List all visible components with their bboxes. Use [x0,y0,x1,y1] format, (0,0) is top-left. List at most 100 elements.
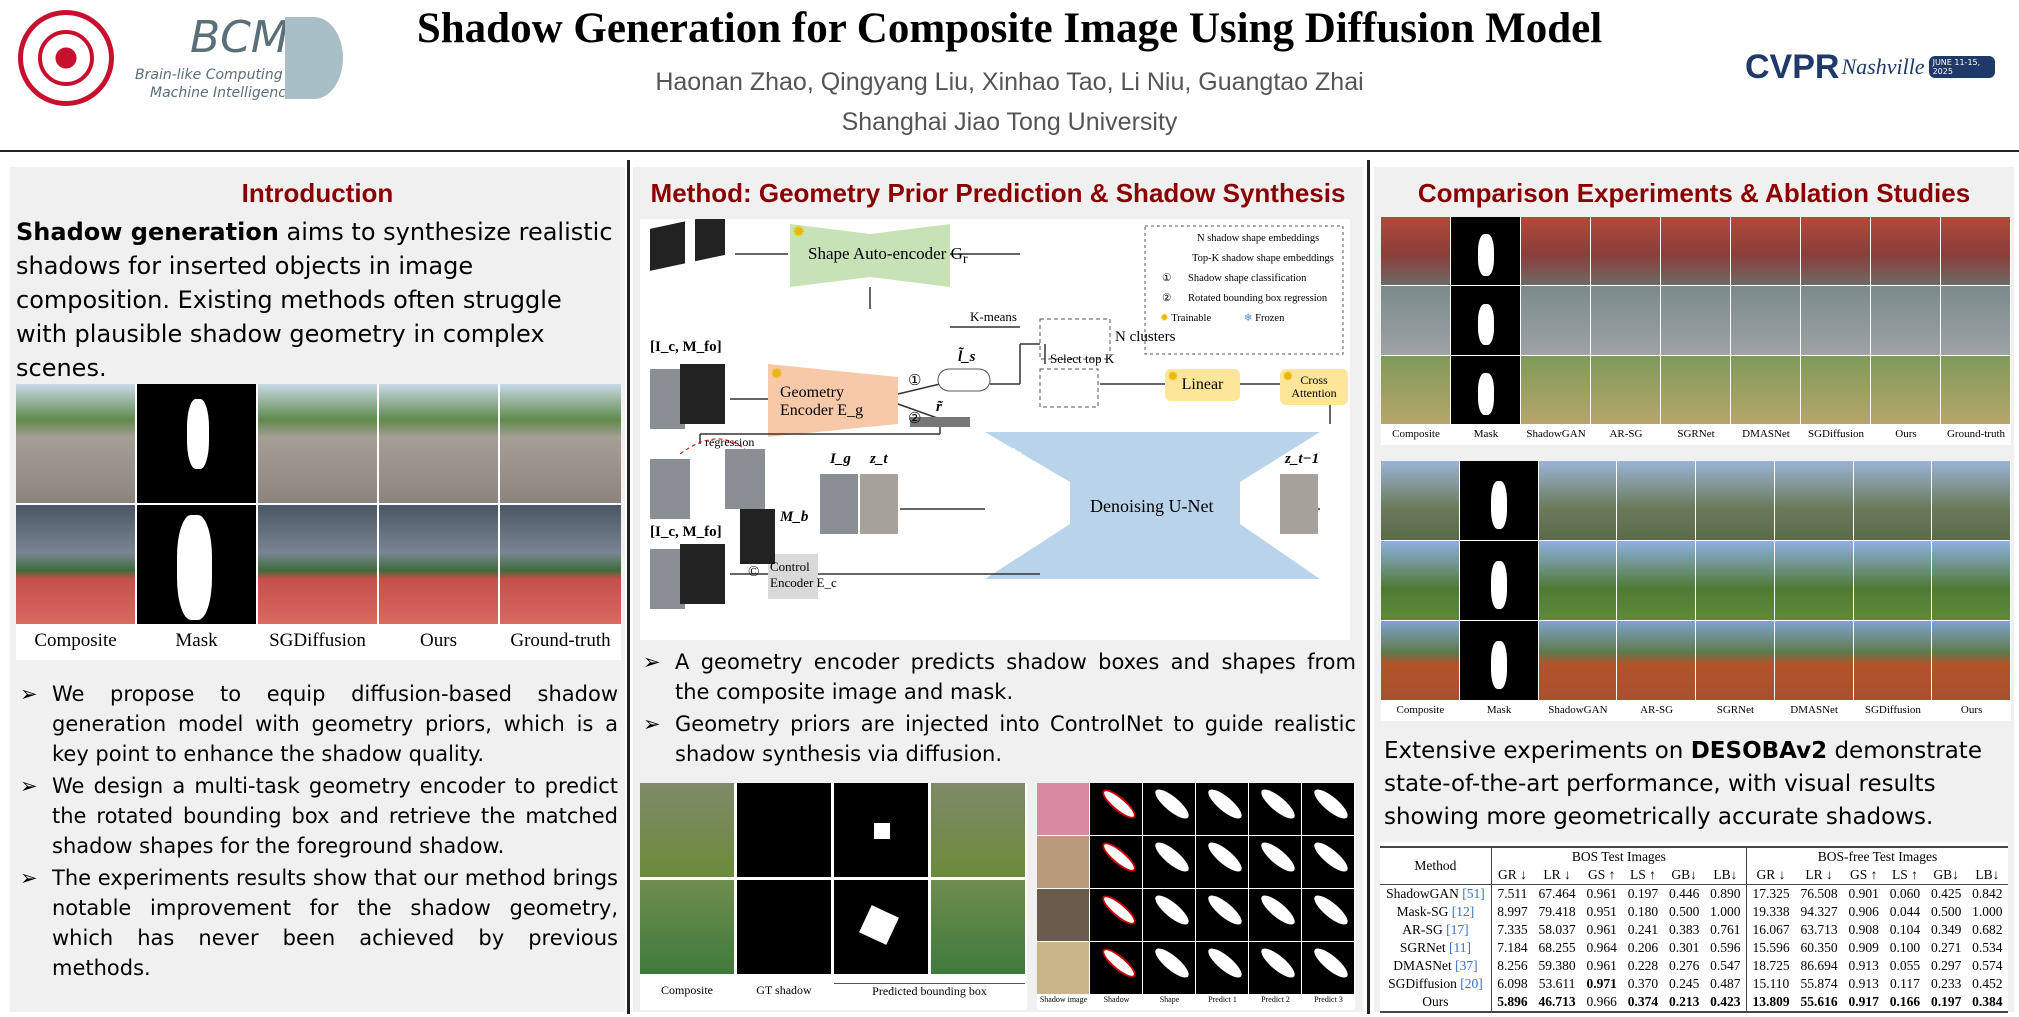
result-image [1617,621,1695,700]
metric-cell: 0.913 [1848,976,1879,991]
poster-title: Shadow Generation for Composite Image Us… [416,5,1603,52]
method-bullets: A geometry encoder predicts shadow boxes… [641,647,1356,771]
predicted-box-image [834,783,928,877]
metric-cell: 0.374 [1627,994,1659,1009]
result-image [1381,541,1459,620]
caption-ar-sg: AR-SG [1640,704,1674,716]
metric-cell: 0.890 [1704,884,1747,903]
gt-shadow-image [737,880,831,974]
metric-cell: 0.100 [1889,940,1921,955]
result-image [1853,621,1932,700]
kmeans-label: K-means [970,309,1017,324]
metric-cell: 46.713 [1538,994,1576,1009]
row1-sgdiffusion-image [258,384,377,503]
mask-image [1451,355,1520,424]
metric-cell: 0.055 [1889,958,1921,973]
result-image [1774,621,1853,700]
metric-cell: 0.245 [1668,976,1700,991]
bcmi-logo: BCMI Brain-like Computing & Machine Inte… [135,12,355,102]
metric-cell: 0.197 [1930,994,1962,1009]
shape-mask-thumb [1302,783,1354,835]
metric-cell: 0.842 [1972,886,2003,901]
intro-bullets: We propose to equip diffusion-based shad… [18,679,618,985]
metric-cell: 5.896 [1497,994,1528,1009]
shape-mask-thumb [1302,889,1354,941]
result-image [1774,541,1853,620]
metric-cell: 0.901 [1848,886,1879,901]
metric-cell: 0.206 [1627,940,1659,955]
metric-cell: 0.213 [1668,994,1700,1009]
result-image [1696,461,1774,540]
result-image [1853,541,1932,620]
result-image [1591,355,1660,424]
linear-box: Linear [1165,369,1240,401]
metric-cell: 0.574 [1972,958,2003,973]
caption-ground-truth: Ground-truth [510,630,611,651]
control-encoder-shape [768,554,818,599]
metric-cell: 0.596 [1704,939,1747,957]
result-image [1941,217,2010,286]
method-header: Method [1380,847,1492,885]
caption-predict-2: Predict 2 [1261,995,1290,1004]
caption-shadow: Shadow [1103,995,1130,1004]
results-summary: Extensive experiments on DESOBAv2 demons… [1384,738,1982,830]
metric-cell: 0.913 [1848,958,1879,973]
input-label: [I_c, M_fo] [650,339,722,355]
group-header: BOS Test Images [1491,847,1747,866]
result-image [1538,541,1617,620]
diagram-shapes [650,219,1344,609]
result-image [1617,541,1695,620]
metric-header: LR ↓ [1795,866,1844,885]
caption-sgrnet: SGRNet [1716,704,1755,716]
composite-image [640,783,734,877]
sun-icon: ✹ [792,224,806,241]
result-image [1932,461,2010,540]
caption-dmasnet: DMASNet [1790,704,1838,716]
select-top-k-label: Select top K [1050,351,1115,366]
metric-cell: 55.874 [1800,976,1838,991]
metric-cell: 1.000 [1972,904,2003,919]
metric-cell: 0.370 [1627,976,1659,991]
caption-sgrnet: SGRNet [1677,428,1715,440]
method-diagram: Shape Auto-encoder Gr K-means N clusters… [640,219,1350,640]
result-image [1941,286,2010,355]
shape-mask-thumb [1249,889,1301,941]
bullet-item: We propose to equip diffusion-based shad… [18,679,618,769]
unet-label: Denoising U-Net [1090,496,1214,516]
caption-ar-sg: AR-SG [1609,428,1643,440]
metric-cell: 0.301 [1668,940,1700,955]
method-name: Mask-SG [12] [1380,903,1492,921]
shape-mask-thumb [1196,942,1248,994]
shape-mask-thumb [1143,836,1195,888]
concat-symbol: © [748,564,760,580]
row2-sgdiffusion-image [258,505,377,624]
result-image [1538,621,1617,700]
geometry-encoder-shape [768,364,898,437]
caption-gt-shadow: GT shadow [756,983,812,997]
result-image [1696,541,1774,620]
metric-cell: 59.380 [1538,958,1576,973]
metric-cell: 1.000 [1704,903,1747,921]
sun-icon: ✹ [1160,313,1169,324]
caption-composite: Composite [34,630,117,651]
image-thumbnails [650,219,1318,609]
metric-header: GR ↓ [1746,866,1796,885]
metric-cell: 0.384 [1972,994,2003,1009]
metric-header: LB↓ [1966,866,2008,885]
bullet-item: Geometry priors are injected into Contro… [641,709,1356,769]
bullet-item: The experiments results show that our me… [18,863,618,983]
input-label-2: [I_c, M_fo] [650,524,722,540]
metric-header: GR ↓ [1491,866,1534,885]
caption-mask: Mask [1473,428,1499,440]
method-name: AR-SG [17] [1380,921,1492,939]
method-name: DMASNet [37] [1380,957,1492,975]
caption-mask: Mask [1486,704,1512,716]
result-image [1871,355,1940,424]
metric-cell: 0.425 [1930,886,1962,901]
metric-cell: 0.487 [1704,975,1747,993]
shape-mask-thumb [1196,889,1248,941]
metric-cell: 0.547 [1704,957,1747,975]
